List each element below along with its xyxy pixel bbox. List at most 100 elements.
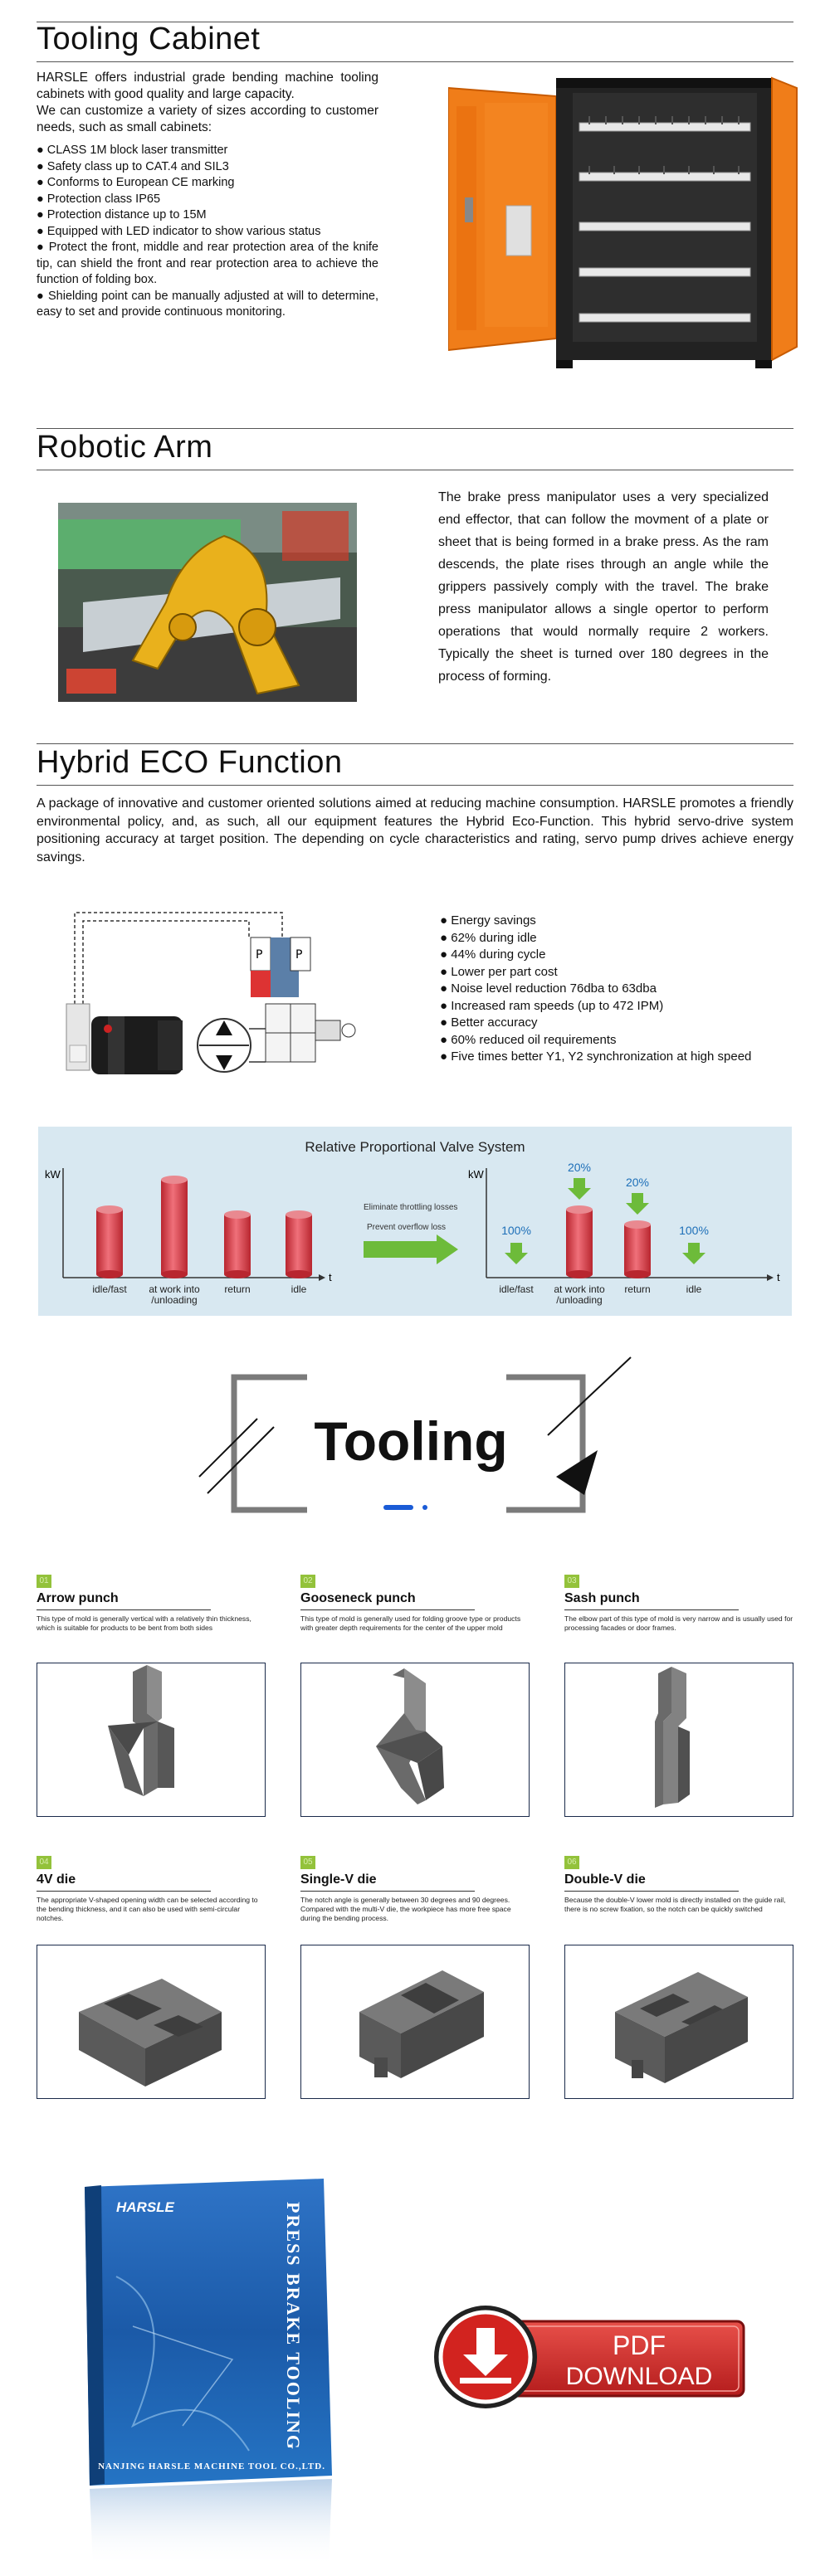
tool-card-gooseneck-punch: 02 Gooseneck punch This type of mold is … [300, 1572, 531, 1633]
tool-description: The appropriate V-shaped opening width c… [37, 1896, 258, 1922]
valve-reduction-arrow [505, 1243, 528, 1264]
cabinet-feature-item: Equipped with LED indicator to show vari… [37, 224, 378, 241]
robot-top-rule [37, 428, 793, 429]
valve-system-diagram: Relative Proportional Valve System kW t … [38, 1127, 792, 1316]
catalog-company: NANJING HARSLE MACHINE TOOL CO.,LTD. [98, 2462, 325, 2471]
tool-name: Gooseneck punch [300, 1591, 416, 1605]
tool-number-badge: 02 [300, 1575, 315, 1588]
hybrid-benefit-item: Better accuracy [440, 1015, 751, 1032]
hybrid-benefit-list: Energy savings 62% during idle 44% durin… [440, 913, 751, 1066]
tool-description: This type of mold is generally used for … [300, 1614, 521, 1632]
valve-reduction-arrow [568, 1178, 591, 1200]
valve-category-label-left: idle [291, 1283, 307, 1295]
tool-card-single-v-die: 05 Single-V die The notch angle is gener… [300, 1853, 531, 1923]
tool-name: 4V die [37, 1872, 76, 1887]
tooling-catalog-cover: HARSLE PRESS BRAKE TOOLING NANJING HARSL… [85, 2179, 332, 2567]
arrow-punch-image [37, 1663, 266, 1817]
valve-cylinder-left [286, 1210, 312, 1278]
valve-category-label-right: idle/fast [499, 1283, 534, 1295]
valve-category-label-left: /unloading [151, 1294, 197, 1306]
cabinet-feature-item: Conforms to European CE marking [37, 175, 378, 192]
hybrid-benefit-item: 62% during idle [440, 930, 751, 947]
left-t-label: t [329, 1271, 332, 1283]
tool-divider [564, 1609, 739, 1610]
cabinet-bottom-rule [37, 61, 793, 62]
catalog-brand: HARSLE [116, 2199, 175, 2215]
valve-category-label-left: at work into [149, 1283, 200, 1295]
cabinet-intro-1: HARSLE offers industrial grade bending m… [37, 71, 378, 101]
robotic-arm-photo [58, 503, 357, 702]
valve-percent-label: 100% [679, 1224, 709, 1237]
tool-name: Sash punch [564, 1591, 640, 1605]
tool-number-badge: 05 [300, 1856, 315, 1869]
tool-number-badge: 01 [37, 1575, 51, 1588]
double-v-die-image [564, 1945, 793, 2099]
tool-divider [37, 1891, 211, 1892]
4v-die-image [37, 1945, 266, 2099]
middle-text-1: Eliminate throttling losses [364, 1203, 457, 1212]
svg-text:P: P [256, 948, 262, 962]
tooling-banner: Tooling [198, 1356, 632, 1527]
tool-card-4v-die: 04 4V die The appropriate V-shaped openi… [37, 1853, 267, 1923]
tool-divider [564, 1891, 739, 1892]
hybrid-section-title: Hybrid ECO Function [37, 745, 343, 780]
tool-name: Single-V die [300, 1872, 377, 1887]
cabinet-feature-item: CLASS 1M block laser transmitter [37, 143, 378, 159]
sash-punch-image [564, 1663, 793, 1817]
tool-card-double-v-die: 06 Double-V die Because the double-V low… [564, 1853, 795, 1914]
tool-description: The elbow part of this type of mold is v… [564, 1614, 793, 1632]
cabinet-section-title: Tooling Cabinet [37, 22, 261, 56]
tool-description: The notch angle is generally between 30 … [300, 1896, 511, 1922]
valve-cylinder-left [224, 1210, 251, 1278]
cabinet-intro-2: We can customize a variety of sizes acco… [37, 104, 378, 134]
tool-number-badge: 04 [37, 1856, 51, 1869]
cabinet-feature-item: Protect the front, middle and rear prote… [37, 240, 378, 289]
download-arrow-icon [460, 2328, 511, 2384]
tooling-cabinet-image [448, 76, 798, 368]
tooling-banner-title: Tooling [314, 1410, 507, 1472]
hydraulic-schematic: P P [66, 912, 356, 1074]
robot-section-title: Robotic Arm [37, 430, 213, 465]
pdf-download-button[interactable]: PDF DOWNLOAD [432, 2303, 747, 2411]
left-kw-label: kW [45, 1168, 61, 1181]
middle-text-2: Prevent overflow loss [367, 1223, 446, 1232]
valve-cylinder-left [96, 1205, 123, 1278]
valve-category-label-right: idle [686, 1283, 702, 1295]
valve-cylinder-right [624, 1220, 651, 1278]
valve-category-label-right: return [624, 1283, 650, 1295]
cabinet-feature-item: Protection distance up to 15M [37, 207, 378, 224]
hybrid-benefit-item: Energy savings [440, 913, 751, 930]
valve-percent-label: 20% [568, 1161, 591, 1174]
hybrid-intro: A package of innovative and customer ori… [37, 796, 793, 864]
valve-category-label-left: return [224, 1283, 250, 1295]
svg-text:P: P [295, 948, 302, 962]
valve-cylinder-right [566, 1205, 593, 1278]
valve-category-label-left: idle/fast [92, 1283, 127, 1295]
tool-divider [300, 1891, 475, 1892]
valve-category-label-right: at work into [554, 1283, 605, 1295]
gooseneck-punch-image [300, 1663, 530, 1817]
tool-card-sash-punch: 03 Sash punch The elbow part of this typ… [564, 1572, 795, 1633]
hybrid-benefit-item: 44% during cycle [440, 947, 751, 964]
hybrid-benefit-item: Noise level reduction 76dba to 63dba [440, 981, 751, 998]
tool-divider [300, 1609, 475, 1610]
hybrid-bottom-rule [37, 785, 793, 786]
cabinet-feature-item: Shielding point can be manually adjusted… [37, 289, 378, 321]
valve-percent-label: 100% [501, 1224, 531, 1237]
tool-description: Because the double-V lower mold is direc… [564, 1896, 786, 1913]
right-t-label: t [777, 1271, 780, 1283]
valve-chart-title: Relative Proportional Valve System [305, 1139, 525, 1155]
tool-divider [37, 1609, 211, 1610]
tool-description: This type of mold is generally vertical … [37, 1614, 251, 1632]
tool-card-arrow-punch: 01 Arrow punch This type of mold is gene… [37, 1572, 267, 1633]
valve-cylinder-left [161, 1176, 188, 1278]
hybrid-benefit-item: 60% reduced oil requirements [440, 1032, 751, 1049]
hybrid-benefit-item: Increased ram speeds (up to 472 IPM) [440, 998, 751, 1015]
robot-description: The brake press manipulator uses a very … [438, 490, 769, 684]
hybrid-top-rule [37, 743, 793, 744]
hybrid-benefit-item: Five times better Y1, Y2 synchronization… [440, 1049, 751, 1066]
cabinet-feature-item: Safety class up to CAT.4 and SIL3 [37, 159, 378, 176]
hybrid-benefit-item: Lower per part cost [440, 964, 751, 981]
tool-name: Arrow punch [37, 1591, 119, 1605]
download-label: DOWNLOAD [566, 2363, 713, 2390]
